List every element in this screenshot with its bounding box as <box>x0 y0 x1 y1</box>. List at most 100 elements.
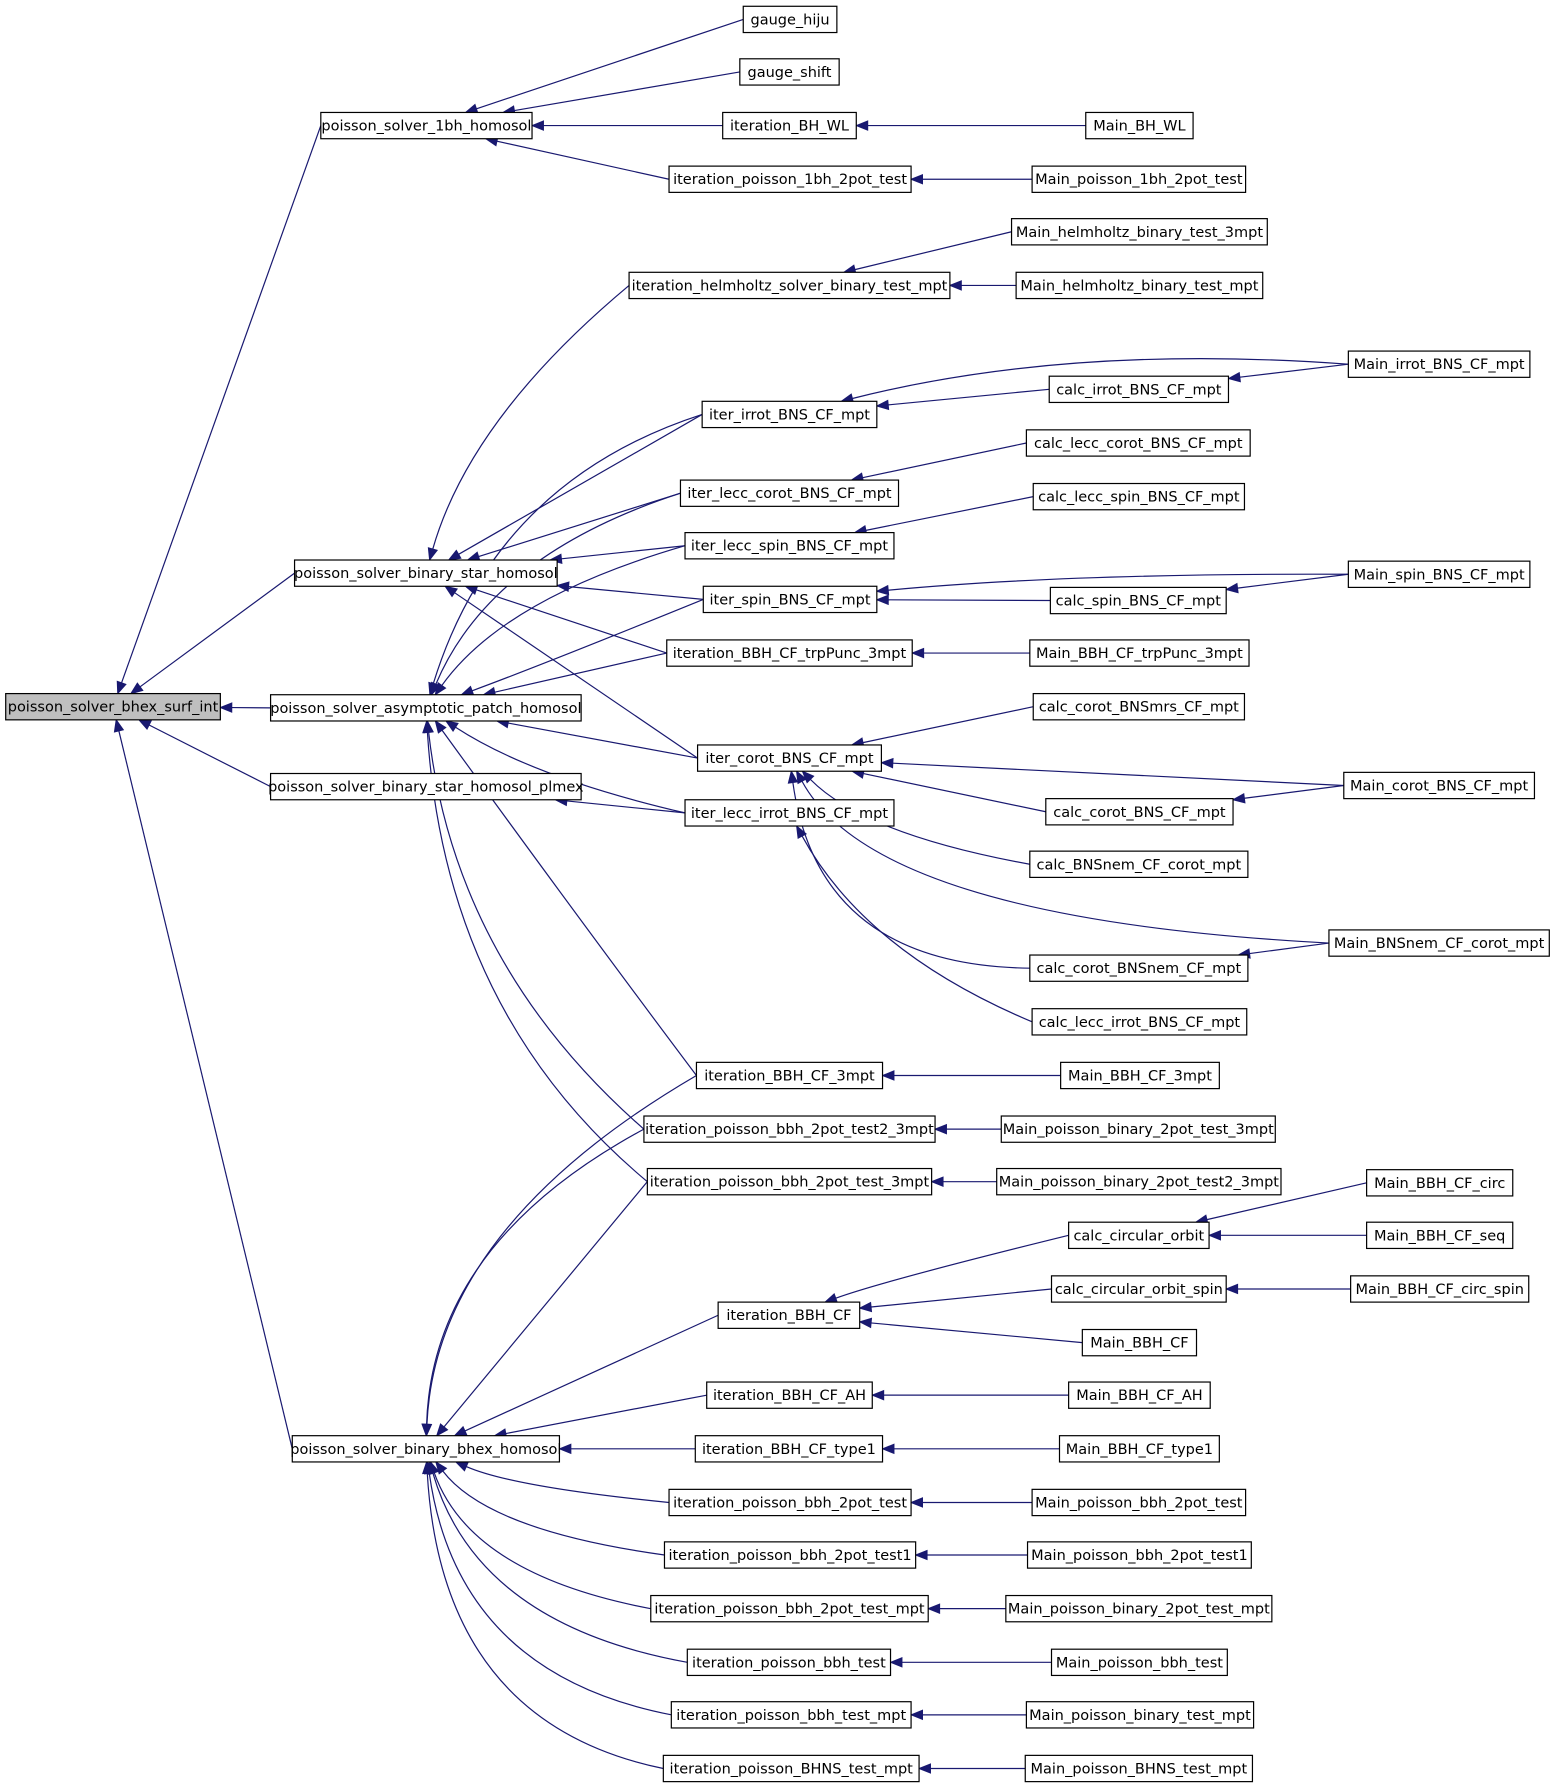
node-label: iteration_poisson_bbh_test_mpt <box>676 1708 906 1724</box>
node-poisson_solver_binary_star_homosol[interactable]: poisson_solver_binary_star_homosol <box>293 559 558 587</box>
node-poisson_solver_1bh_homosol[interactable]: poisson_solver_1bh_homosol <box>320 111 533 140</box>
node-calc_spin_BNS_CF_mpt[interactable]: calc_spin_BNS_CF_mpt <box>1049 586 1227 615</box>
node-box <box>1025 429 1251 457</box>
node-poisson_solver_binary_star_homosol_plmex[interactable]: poisson_solver_binary_star_homosol_plmex <box>268 772 584 801</box>
node-Main_BNSnem_CF_corot_mpt[interactable]: Main_BNSnem_CF_corot_mpt <box>1328 929 1550 957</box>
node-Main_helmholtz_binary_test_mpt[interactable]: Main_helmholtz_binary_test_mpt <box>1015 271 1264 300</box>
node-Main_helmholtz_binary_test_3mpt[interactable]: Main_helmholtz_binary_test_3mpt <box>1010 218 1268 246</box>
node-poisson_solver_binary_bhex_homosol[interactable]: poisson_solver_binary_bhex_homosol <box>290 1435 561 1463</box>
node-Main_BBH_CF_circ[interactable]: Main_BBH_CF_circ <box>1366 1169 1514 1197</box>
node-iteration_poisson_bbh_2pot_test[interactable]: iteration_poisson_bbh_2pot_test <box>668 1488 912 1517</box>
node-calc_BNSnem_CF_corot_mpt[interactable]: calc_BNSnem_CF_corot_mpt <box>1029 850 1249 878</box>
arrowhead-poisson_solver_bhex_surf_int <box>137 719 152 730</box>
node-Main_BBH_CF_3mpt[interactable]: Main_BBH_CF_3mpt <box>1060 1061 1220 1090</box>
node-iteration_BBH_CF_type1[interactable]: iteration_BBH_CF_type1 <box>694 1435 884 1463</box>
node-Main_poisson_binary_2pot_test2_3mpt[interactable]: Main_poisson_binary_2pot_test2_3mpt <box>996 1167 1282 1196</box>
node-Main_BBH_CF_trpPunc_3mpt[interactable]: Main_BBH_CF_trpPunc_3mpt <box>1029 639 1250 667</box>
arrowhead-calc_spin_BNS_CF_mpt <box>1224 582 1239 594</box>
node-label: iteration_BBH_CF_trpPunc_3mpt <box>673 646 907 662</box>
node-Main_poisson_1bh_2pot_test[interactable]: Main_poisson_1bh_2pot_test <box>1031 165 1247 193</box>
edge-calc_BNSnem_CF_corot_mpt-to-iter_corot_BNS_CF_mpt <box>809 778 1030 865</box>
node-iter_corot_BNS_CF_mpt[interactable]: iter_corot_BNS_CF_mpt <box>696 744 882 772</box>
node-iteration_poisson_bbh_test[interactable]: iteration_poisson_bbh_test <box>686 1648 892 1677</box>
node-box <box>269 772 582 801</box>
node-calc_circular_orbit_spin[interactable]: calc_circular_orbit_spin <box>1050 1275 1227 1303</box>
node-Main_BBH_CF[interactable]: Main_BBH_CF <box>1081 1328 1198 1357</box>
node-Main_spin_BNS_CF_mpt[interactable]: Main_spin_BNS_CF_mpt <box>1347 560 1531 589</box>
node-iteration_BBH_CF[interactable]: iteration_BBH_CF <box>717 1301 861 1329</box>
node-Main_BBH_CF_circ_spin[interactable]: Main_BBH_CF_circ_spin <box>1350 1275 1530 1303</box>
node-iteration_BBH_CF_AH[interactable]: iteration_BBH_CF_AH <box>706 1381 873 1409</box>
node-iter_irrot_BNS_CF_mpt[interactable]: iter_irrot_BNS_CF_mpt <box>701 400 878 429</box>
node-iteration_BH_WL[interactable]: iteration_BH_WL <box>722 111 857 140</box>
node-gauge_shift[interactable]: gauge_shift <box>739 58 840 86</box>
edge-calc_circular_orbit-to-iteration_BBH_CF <box>835 1234 1069 1299</box>
node-box <box>1068 1381 1211 1409</box>
node-calc_lecc_irrot_BNS_CF_mpt[interactable]: calc_lecc_irrot_BNS_CF_mpt <box>1031 1008 1248 1036</box>
node-iteration_poisson_BHNS_test_mpt[interactable]: iteration_poisson_BHNS_test_mpt <box>662 1754 920 1783</box>
node-Main_poisson_binary_2pot_test_mpt[interactable]: Main_poisson_binary_2pot_test_mpt <box>1005 1594 1273 1623</box>
arrowhead-iteration_BBH_CF_trpPunc_3mpt <box>910 647 925 659</box>
node-calc_irrot_BNS_CF_mpt[interactable]: calc_irrot_BNS_CF_mpt <box>1048 375 1230 404</box>
arrowhead-iteration_BBH_CF_type1 <box>881 1443 895 1455</box>
node-Main_BBH_CF_AH[interactable]: Main_BBH_CF_AH <box>1068 1381 1211 1409</box>
node-calc_corot_BNS_CF_mpt[interactable]: calc_corot_BNS_CF_mpt <box>1045 798 1234 826</box>
node-calc_corot_BNSmrs_CF_mpt[interactable]: calc_corot_BNSmrs_CF_mpt <box>1032 692 1246 721</box>
node-Main_BH_WL[interactable]: Main_BH_WL <box>1085 111 1194 140</box>
node-box <box>1347 560 1531 589</box>
node-iteration_BBH_CF_trpPunc_3mpt[interactable]: iteration_BBH_CF_trpPunc_3mpt <box>666 639 913 667</box>
node-box <box>320 111 533 140</box>
edge-Main_corot_BNS_CF_mpt-to-calc_corot_BNS_CF_mpt <box>1244 784 1344 799</box>
node-Main_poisson_bbh_2pot_test1[interactable]: Main_poisson_bbh_2pot_test1 <box>1026 1541 1252 1569</box>
edge-iteration_poisson_bbh_2pot_test-to-poisson_solver_binary_bhex_homosol <box>466 1465 670 1504</box>
node-iter_lecc_spin_BNS_CF_mpt[interactable]: iter_lecc_spin_BNS_CF_mpt <box>684 532 895 560</box>
node-iteration_poisson_bbh_2pot_test_mpt[interactable]: iteration_poisson_bbh_2pot_test_mpt <box>650 1594 929 1623</box>
node-label: Main_poisson_1bh_2pot_test <box>1035 172 1243 188</box>
node-Main_BBH_CF_type1[interactable]: Main_BBH_CF_type1 <box>1058 1435 1220 1463</box>
node-gauge_hiju[interactable]: gauge_hiju <box>742 5 838 34</box>
node-iteration_BBH_CF_3mpt[interactable]: iteration_BBH_CF_3mpt <box>695 1061 884 1090</box>
node-calc_corot_BNSnem_CF_mpt[interactable]: calc_corot_BNSnem_CF_mpt <box>1029 954 1249 982</box>
node-calc_circular_orbit[interactable]: calc_circular_orbit <box>1068 1221 1210 1250</box>
node-label: iteration_poisson_bbh_2pot_test_mpt <box>654 1602 925 1618</box>
node-iteration_poisson_bbh_2pot_test1[interactable]: iteration_poisson_bbh_2pot_test1 <box>663 1541 917 1569</box>
arrowhead-poisson_solver_asymptotic_patch_homosol <box>444 720 459 732</box>
node-iteration_poisson_bbh_2pot_test_3mpt[interactable]: iteration_poisson_bbh_2pot_test_3mpt <box>646 1167 933 1196</box>
node-Main_corot_BNS_CF_mpt[interactable]: Main_corot_BNS_CF_mpt <box>1343 771 1536 800</box>
node-poisson_solver_bhex_surf_int[interactable]: poisson_solver_bhex_surf_int <box>5 692 221 721</box>
node-Main_poisson_binary_2pot_test_3mpt[interactable]: Main_poisson_binary_2pot_test_3mpt <box>1000 1115 1276 1143</box>
node-box <box>1050 1275 1227 1303</box>
node-calc_lecc_spin_BNS_CF_mpt[interactable]: calc_lecc_spin_BNS_CF_mpt <box>1032 482 1246 511</box>
node-poisson_solver_asymptotic_patch_homosol[interactable]: poisson_solver_asymptotic_patch_homosol <box>269 694 582 722</box>
arrowhead-calc_corot_BNS_CF_mpt <box>1231 792 1246 804</box>
node-iteration_poisson_1bh_2pot_test[interactable]: iteration_poisson_1bh_2pot_test <box>668 165 912 193</box>
edge-poisson_solver_binary_star_homosol_plmex-to-poisson_solver_bhex_surf_int <box>148 724 271 788</box>
node-label: Main_BBH_CF_AH <box>1076 1388 1202 1404</box>
node-label: poisson_solver_1bh_homosol <box>321 119 531 135</box>
node-Main_poisson_bbh_2pot_test[interactable]: Main_poisson_bbh_2pot_test <box>1031 1488 1247 1517</box>
node-calc_lecc_corot_BNS_CF_mpt[interactable]: calc_lecc_corot_BNS_CF_mpt <box>1025 429 1251 457</box>
node-iter_spin_BNS_CF_mpt[interactable]: iter_spin_BNS_CF_mpt <box>702 585 878 614</box>
node-label: poisson_solver_bhex_surf_int <box>8 700 219 716</box>
edge-iteration_poisson_bbh_2pot_test2_3mpt-to-poisson_solver_binary_bhex_homosol <box>426 1128 645 1425</box>
node-iter_lecc_corot_BNS_CF_mpt[interactable]: iter_lecc_corot_BNS_CF_mpt <box>679 479 900 507</box>
node-Main_irrot_BNS_CF_mpt[interactable]: Main_irrot_BNS_CF_mpt <box>1347 350 1531 378</box>
arrowhead-poisson_solver_bhex_surf_int <box>116 680 127 695</box>
node-box <box>1015 271 1264 300</box>
node-box <box>1029 954 1249 982</box>
arrowhead-poisson_solver_asymptotic_patch_homosol <box>434 719 447 734</box>
node-iteration_helmholtz_solver_binary_test_mpt[interactable]: iteration_helmholtz_solver_binary_test_m… <box>628 271 951 300</box>
node-Main_poisson_bbh_test[interactable]: Main_poisson_bbh_test <box>1050 1648 1228 1677</box>
node-Main_poisson_BHNS_test_mpt[interactable]: Main_poisson_BHNS_test_mpt <box>1024 1754 1254 1783</box>
edge-iteration_BBH_CF_3mpt-to-poisson_solver_binary_bhex_homosol <box>426 1074 697 1425</box>
arrowhead-calc_circular_orbit_spin <box>1224 1283 1239 1295</box>
node-box <box>717 1301 861 1329</box>
node-Main_BBH_CF_seq[interactable]: Main_BBH_CF_seq <box>1366 1221 1514 1250</box>
node-iteration_poisson_bbh_test_mpt[interactable]: iteration_poisson_bbh_test_mpt <box>670 1701 912 1729</box>
node-iter_lecc_irrot_BNS_CF_mpt[interactable]: iter_lecc_irrot_BNS_CF_mpt <box>684 799 895 827</box>
node-label: Main_BNSnem_CF_corot_mpt <box>1334 936 1545 952</box>
node-label: Main_poisson_bbh_2pot_test <box>1035 1495 1243 1511</box>
arrowhead-iteration_poisson_bbh_2pot_test2_3mpt <box>933 1123 947 1135</box>
node-iteration_poisson_bbh_2pot_test2_3mpt[interactable]: iteration_poisson_bbh_2pot_test2_3mpt <box>643 1115 936 1143</box>
node-Main_poisson_binary_test_mpt[interactable]: Main_poisson_binary_test_mpt <box>1025 1701 1255 1729</box>
